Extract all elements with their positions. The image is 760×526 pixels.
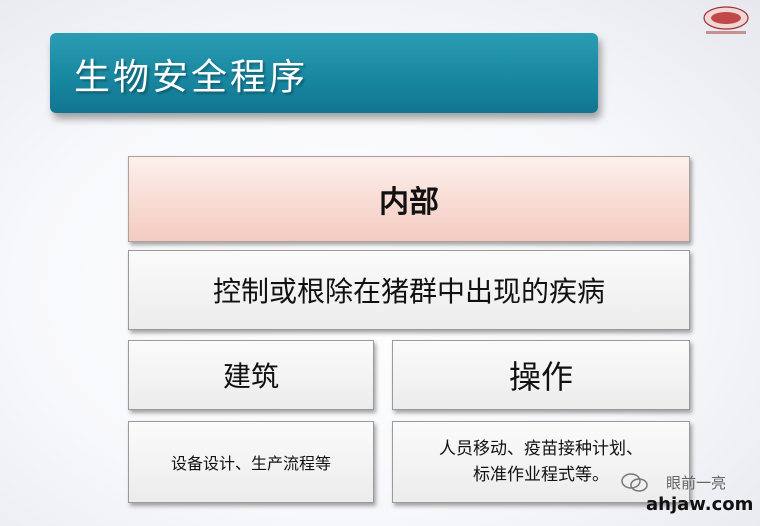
title-banner	[50, 33, 598, 113]
page-title: 生物安全程序	[74, 57, 309, 98]
building-label: 建筑	[222, 360, 279, 393]
logo-icon	[703, 6, 749, 34]
internal-label: 内部	[379, 185, 439, 220]
people-box: 人员移动、疫苗接种计划、 标准作业程式等。	[392, 421, 690, 503]
people-label-line1: 人员移动、疫苗接种计划、	[439, 439, 643, 459]
people-label-line2: 标准作业程式等。	[473, 465, 609, 485]
watermark-site: ahjaw.com	[646, 494, 754, 515]
control-box: 控制或根除在猪群中出现的疾病	[128, 250, 690, 330]
design-label: 设备设计、生产流程等	[170, 454, 331, 473]
operation-box: 操作	[392, 340, 690, 410]
wechat-icon	[621, 473, 648, 492]
control-label: 控制或根除在猪群中出现的疾病	[212, 275, 605, 308]
design-box: 设备设计、生产流程等	[128, 421, 374, 503]
building-box: 建筑	[128, 340, 374, 410]
watermark-name: 眼前一亮	[666, 474, 727, 492]
internal-box: 内部	[128, 156, 690, 242]
operation-label: 操作	[508, 358, 573, 396]
